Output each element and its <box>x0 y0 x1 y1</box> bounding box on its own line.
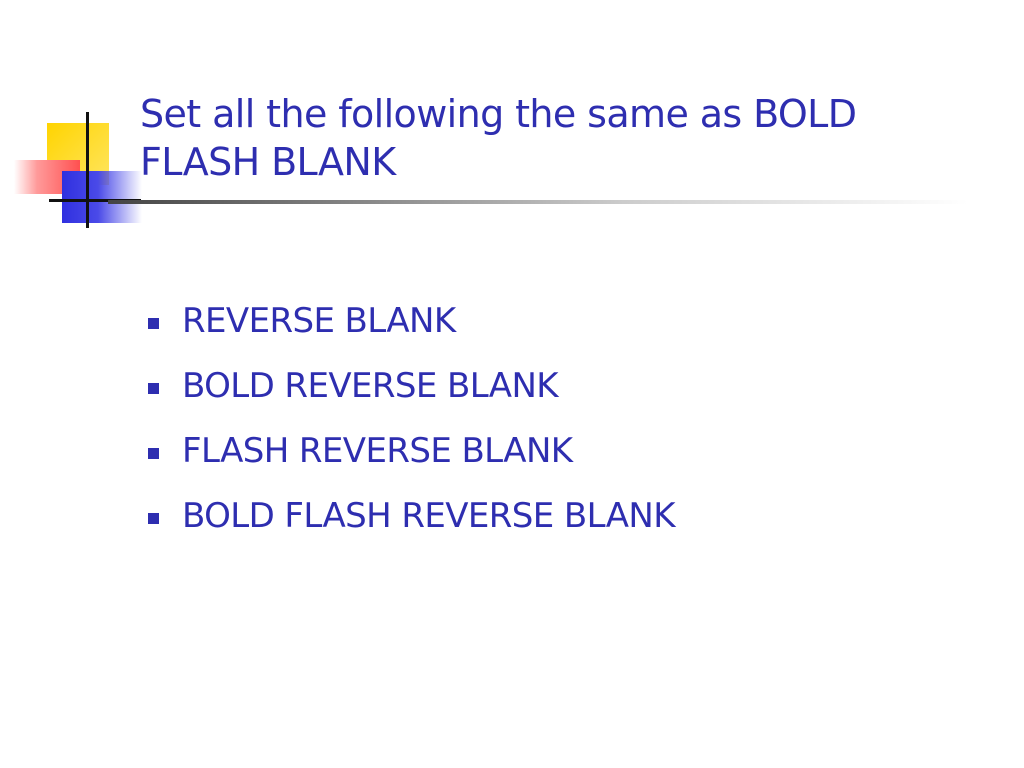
slide-title-line-2: FLASH BLANK <box>140 140 396 184</box>
square-bullet-icon <box>148 448 159 459</box>
blue-gradient-shape <box>62 171 142 223</box>
vertical-rule <box>86 112 89 228</box>
bullet-item: FLASH REVERSE BLANK <box>146 428 675 493</box>
square-bullet-icon <box>148 318 159 329</box>
square-bullet-icon <box>148 513 159 524</box>
bullet-text: REVERSE BLANK <box>182 301 456 341</box>
bullet-item: REVERSE BLANK <box>146 298 675 363</box>
bullet-item: BOLD FLASH REVERSE BLANK <box>146 493 676 558</box>
slide-title-line-1: Set all the following the same as BOLD <box>140 92 857 136</box>
square-bullet-icon <box>148 383 159 394</box>
slide-title: Set all the following the same as BOLD F… <box>140 90 980 186</box>
horizontal-rule-short <box>49 199 141 202</box>
decorative-logo-icon <box>0 0 150 240</box>
bullet-text: BOLD FLASH REVERSE BLANK <box>182 496 676 536</box>
bullet-list: REVERSE BLANK BOLD REVERSE BLANK FLASH R… <box>146 298 676 558</box>
bullet-text: FLASH REVERSE BLANK <box>182 431 573 471</box>
bullet-text: BOLD REVERSE BLANK <box>182 366 559 406</box>
title-underline <box>108 200 968 204</box>
bullet-item: BOLD REVERSE BLANK <box>146 363 675 428</box>
